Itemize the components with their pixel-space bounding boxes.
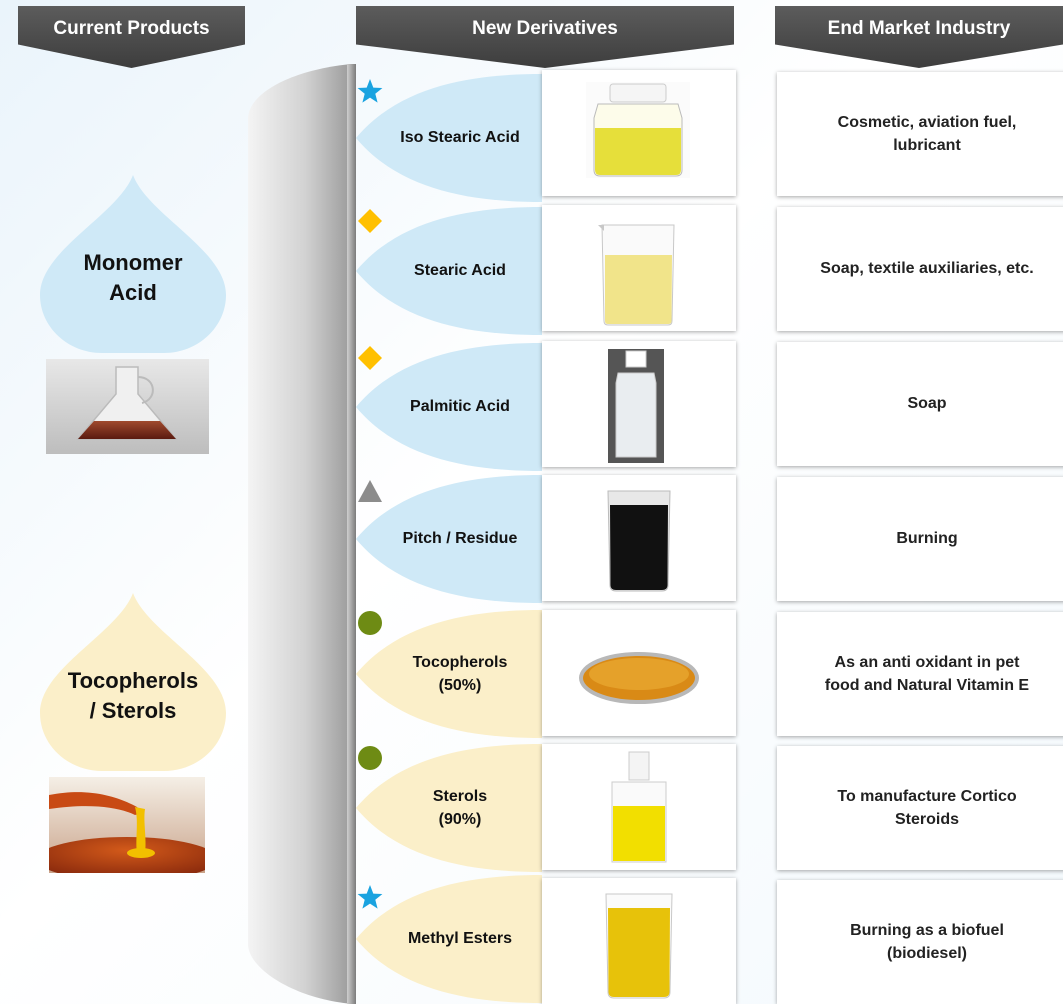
end-market-card-sterols: To manufacture Cortico Steroids [777, 746, 1063, 870]
end-market-text: Burning as a biofuel (biodiesel) [850, 921, 1004, 962]
derivative-image-sterols [542, 744, 736, 870]
curved-grey-band [248, 64, 352, 1004]
derivative-leaf-pitch-residue: Pitch / Residue [356, 475, 542, 603]
derivative-image-palmitic-acid [542, 341, 736, 467]
end-market-text: Soap [907, 395, 947, 413]
end-market-text: To manufacture Cortico Steroids [837, 787, 1017, 828]
end-market-text: As an anti oxidant in pet food and Natur… [824, 653, 1030, 694]
derivative-image-methyl-esters [542, 878, 736, 1004]
drop-shape [40, 175, 226, 353]
derivative-leaf-palmitic-acid: Palmitic Acid [356, 343, 542, 471]
drop-shape [40, 593, 226, 771]
derivative-image-iso-stearic-acid [542, 70, 736, 196]
derivative-image-tocopherols [542, 610, 736, 736]
tocopherols-sterols-photo [49, 777, 205, 873]
current-product-label: Tocopherols / Sterols [67, 668, 199, 723]
derivative-name: Sterols (90%) [432, 787, 488, 828]
derivative-name: Iso Stearic Acid [400, 129, 520, 147]
current-product-label: Monomer Acid [83, 250, 183, 305]
header-current-products: Current Products [18, 6, 245, 68]
end-market-card-tocopherols: As an anti oxidant in pet food and Natur… [777, 612, 1063, 736]
derivative-leaf-methyl-esters: Methyl Esters [356, 875, 542, 1003]
circle-icon [358, 611, 382, 635]
diamond-icon [358, 209, 382, 233]
end-market-card-methyl-esters: Burning as a biofuel (biodiesel) [777, 880, 1063, 1004]
end-market-card-iso-stearic-acid: Cosmetic, aviation fuel, lubricant [777, 72, 1063, 196]
derivative-name: Pitch / Residue [402, 530, 518, 548]
monomer-acid-photo [46, 359, 209, 454]
current-product-monomer-acid: Monomer Acid [38, 175, 228, 353]
derivative-name: Stearic Acid [414, 262, 506, 280]
derivative-leaf-stearic-acid: Stearic Acid [356, 207, 542, 335]
star-icon [357, 885, 383, 909]
derivative-leaf-iso-stearic-acid: Iso Stearic Acid [356, 74, 542, 202]
derivative-leaf-sterols: Sterols (90%) [356, 744, 542, 872]
derivative-image-stearic-acid [542, 205, 736, 331]
end-market-text: Burning [896, 530, 958, 548]
derivative-name: Tocopherols (50%) [412, 653, 508, 694]
diamond-icon [358, 346, 382, 370]
end-market-text: Cosmetic, aviation fuel, lubricant [837, 113, 1017, 154]
derivative-name: Methyl Esters [407, 930, 513, 948]
end-market-card-stearic-acid: Soap, textile auxiliaries, etc. [777, 207, 1063, 331]
current-product-tocopherols-sterols: Tocopherols / Sterols [38, 593, 228, 771]
end-market-text: Soap, textile auxiliaries, etc. [820, 260, 1034, 278]
end-market-card-palmitic-acid: Soap [777, 342, 1063, 466]
derivative-name: Palmitic Acid [410, 398, 510, 416]
circle-icon [358, 746, 382, 770]
end-market-card-pitch-residue: Burning [777, 477, 1063, 601]
triangle-icon [358, 480, 382, 502]
derivative-leaf-tocopherols: Tocopherols (50%) [356, 610, 542, 738]
derivative-image-pitch-residue [542, 475, 736, 601]
star-icon [357, 79, 383, 103]
header-end-market-industry: End Market Industry [775, 6, 1063, 68]
band-edge-stripe [347, 64, 356, 1004]
header-new-derivatives: New Derivatives [356, 6, 734, 68]
